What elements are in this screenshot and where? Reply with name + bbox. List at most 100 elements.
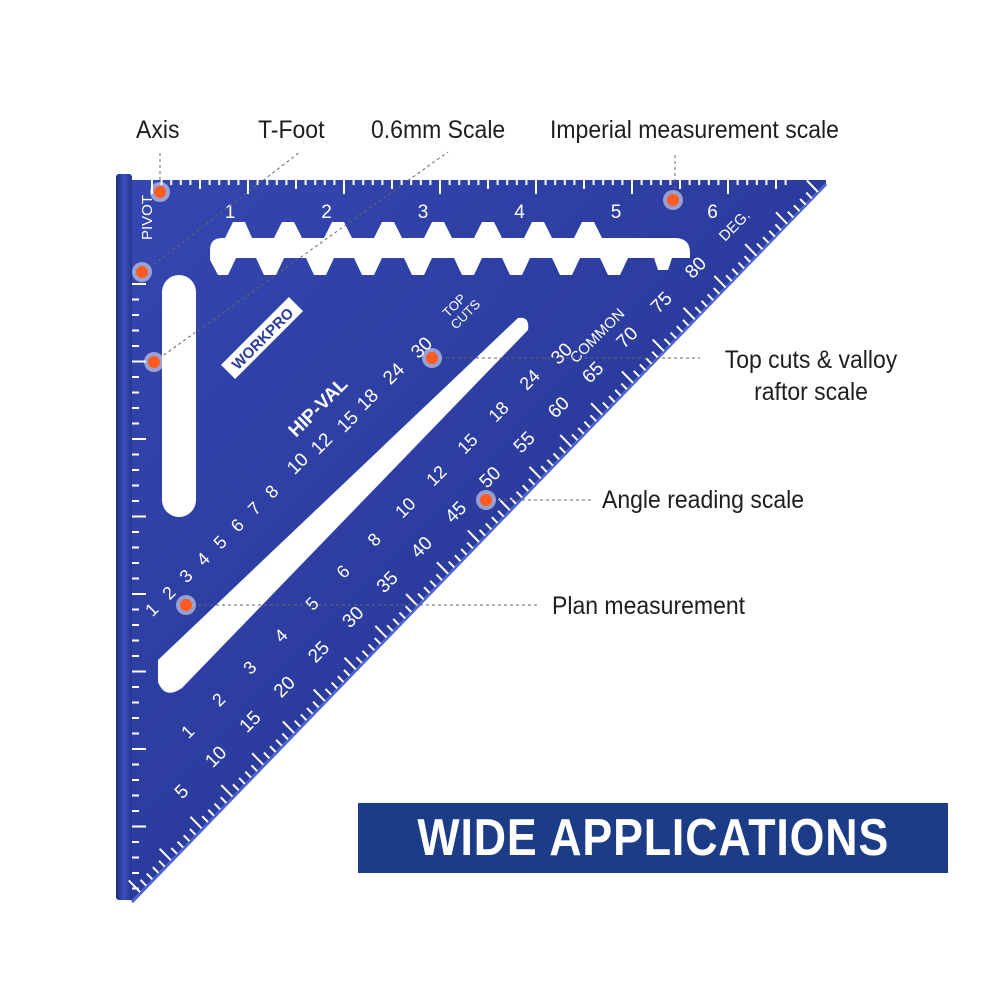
tick [509, 497, 517, 505]
tick [682, 319, 690, 327]
tick [238, 777, 246, 785]
tick [306, 707, 314, 715]
tick [404, 605, 412, 613]
tick [312, 688, 326, 702]
inch-number: 5 [611, 202, 622, 223]
tick [201, 815, 209, 823]
tick [552, 452, 560, 460]
tick [799, 198, 807, 206]
tick [158, 847, 172, 861]
side-slot-cutout [162, 275, 196, 517]
top-slot-cutout [210, 238, 690, 275]
tick [423, 586, 431, 594]
degree-scale-ticks [128, 179, 819, 893]
tick [515, 490, 523, 499]
tick [775, 211, 788, 225]
tick [448, 560, 456, 569]
tick [663, 338, 671, 346]
tick [213, 802, 221, 810]
tick [621, 370, 634, 384]
tick [478, 529, 486, 537]
tick [725, 274, 733, 282]
tick [405, 593, 419, 607]
tick [645, 357, 653, 365]
tick [608, 395, 616, 403]
tick [386, 624, 394, 632]
tick [232, 783, 240, 791]
diagonal-slot-cutout [158, 317, 529, 693]
callout-imperial-scale: Imperial measurement scale [550, 116, 839, 144]
tick [651, 350, 659, 359]
tick [806, 179, 819, 193]
tick [454, 554, 462, 562]
tick [694, 306, 702, 314]
banner-text: WIDE APPLICATIONS [417, 809, 889, 867]
tick [793, 204, 801, 212]
inch-number: 1 [225, 202, 236, 223]
tick [497, 510, 505, 518]
inch-number: 2 [321, 202, 332, 223]
tick [546, 459, 554, 467]
tick [762, 236, 770, 244]
tick [263, 751, 271, 760]
tick [676, 325, 684, 333]
tick [435, 573, 443, 581]
tick [293, 720, 301, 728]
tick [361, 650, 369, 658]
callout-angle-scale: Angle reading scale [602, 486, 805, 514]
tick [324, 688, 332, 696]
tick [731, 268, 739, 276]
tick [528, 466, 542, 480]
inch-number: 4 [514, 202, 525, 223]
pivot-label: PIVOT [139, 195, 156, 240]
tick [182, 834, 191, 842]
tick [176, 840, 184, 849]
tick [374, 625, 388, 639]
tick [713, 287, 721, 295]
tick [281, 732, 289, 740]
left-scale-ticks [132, 283, 146, 890]
tick [282, 720, 295, 734]
callout-t-foot: T-Foot [258, 116, 325, 144]
tick [521, 484, 530, 492]
tick [429, 580, 437, 588]
tick [398, 611, 406, 620]
tick [558, 446, 567, 454]
tick [651, 338, 665, 352]
tick [583, 420, 591, 429]
tick [220, 784, 234, 798]
tick [706, 293, 714, 301]
tick [713, 275, 727, 289]
tick [491, 516, 499, 524]
tick [436, 561, 449, 575]
wide-applications-banner: WIDE APPLICATIONS [358, 803, 948, 873]
tick [577, 427, 585, 435]
tick [170, 847, 178, 855]
tick [417, 592, 425, 600]
tick [590, 402, 603, 416]
tick [189, 816, 203, 830]
tick [602, 401, 610, 410]
tick [467, 529, 480, 543]
tick [355, 656, 363, 664]
tick [300, 713, 308, 721]
tick [805, 191, 813, 200]
tick [774, 223, 782, 231]
tick [128, 879, 141, 893]
tick [392, 618, 400, 626]
tick [614, 389, 622, 397]
callout-top-cuts-line2: raftor scale [754, 378, 868, 406]
t-foot-lip [116, 174, 132, 900]
tick [559, 434, 573, 448]
tick [139, 879, 147, 887]
inch-number: 6 [707, 202, 718, 223]
tick [460, 548, 468, 556]
tick [528, 478, 536, 486]
callout-plan-measurement: Plan measurement [552, 592, 746, 620]
tick [330, 681, 338, 690]
tick [485, 522, 493, 530]
tick [146, 872, 154, 880]
imperial-scale-ticks [151, 180, 787, 194]
callout-06mm-scale: 0.6mm Scale [371, 116, 506, 144]
